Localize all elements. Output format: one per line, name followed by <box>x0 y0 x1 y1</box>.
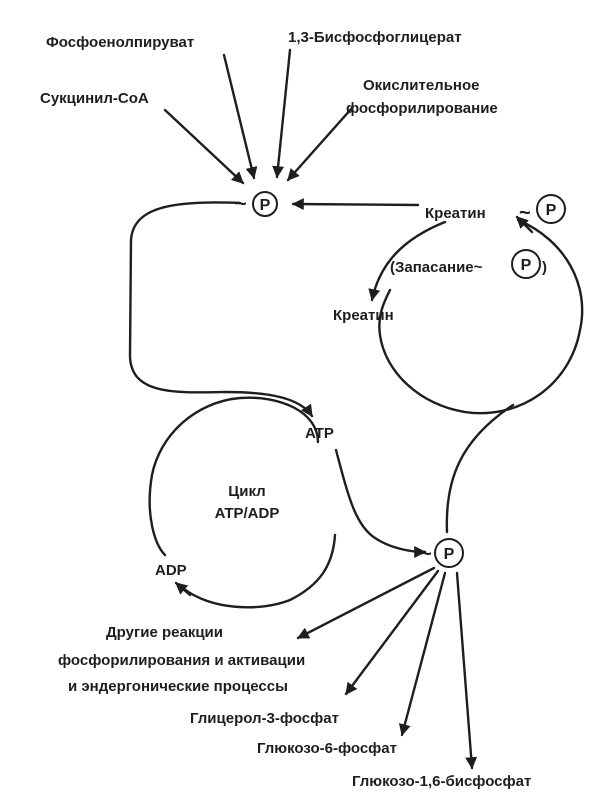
label-other-line1: Другие реакции <box>106 624 223 641</box>
label-other-line3: и эндергонические процессы <box>68 678 288 695</box>
arrow-to-glycerol <box>344 569 440 696</box>
p-letter: P <box>521 257 532 274</box>
arrow-succinyl-coa <box>163 108 245 185</box>
creatine-circle <box>378 218 584 415</box>
tilde-symbol: ~ <box>420 543 432 565</box>
phosphate-node-bottom: ~ P <box>420 538 464 568</box>
label-storage-close: ) <box>542 259 547 276</box>
label-glucose-6-phosphate: Глюкозо-6-фосфат <box>257 740 397 757</box>
arrow-creatine-down <box>368 220 447 302</box>
label-glucose-1-6-bisphosphate: Глюкозо-1,6-бисфосфат <box>352 773 531 790</box>
arrow-to-glucose16 <box>455 571 478 770</box>
arrow-into-adp <box>174 581 192 597</box>
p-circle <box>536 194 566 224</box>
p-circle <box>434 538 464 568</box>
label-phosphoenolpyruvate: Фосфоенолпируват <box>46 34 194 51</box>
arrow-to-other-reactions <box>296 566 436 640</box>
phosphate-node-top: ~ P <box>235 191 278 217</box>
label-succinyl-coa: Сукцинил-CoA <box>40 90 149 107</box>
label-other-line2: фосфорилирования и активации <box>58 652 305 669</box>
phosphate-node-creatine: ~ P <box>519 194 566 224</box>
label-bisphosphoglycerate: 1,3-Бисфосфоглицерат <box>288 29 462 46</box>
p-letter: P <box>546 202 557 219</box>
cycle-circle <box>148 396 320 557</box>
path-creatine-to-p <box>445 403 515 534</box>
arrow-bisphosphoglycerate <box>272 48 292 179</box>
label-creatine-mid: Креатин <box>333 307 394 324</box>
arrow-creatine-phosphate-to-p <box>291 198 420 211</box>
tilde-symbol: ~ <box>519 202 531 224</box>
label-cycle-line1: Цикл <box>228 483 265 500</box>
p-letter: P <box>444 546 455 563</box>
p-circle <box>252 191 278 217</box>
label-oxidative-line2: фосфорилирование <box>346 100 498 117</box>
path-p-to-atp <box>128 201 314 418</box>
arrow-atp-to-p <box>334 448 427 558</box>
arrow-to-glucose6 <box>398 571 447 737</box>
phosphate-node-storage: P <box>511 249 541 279</box>
cycle-circle-lower <box>181 533 337 609</box>
tilde-symbol: ~ <box>235 193 247 215</box>
arrow-phosphoenolpyruvate <box>222 53 258 180</box>
label-oxidative-line1: Окислительное <box>363 77 480 94</box>
p-circle <box>511 249 541 279</box>
label-storage: (Запасание~ <box>390 259 483 276</box>
arrow-oxidative-phosphorylation <box>286 106 354 182</box>
arrow-into-creatine-top <box>515 215 534 234</box>
label-cycle-line2: ATP/ADP <box>215 505 280 522</box>
label-creatine-top: Креатин <box>425 205 486 222</box>
p-letter: P <box>260 197 271 214</box>
label-glycerol-3-phosphate: Глицерол-3-фосфат <box>190 710 339 727</box>
label-atp: ATP <box>305 425 334 442</box>
label-adp: ADP <box>155 562 187 579</box>
